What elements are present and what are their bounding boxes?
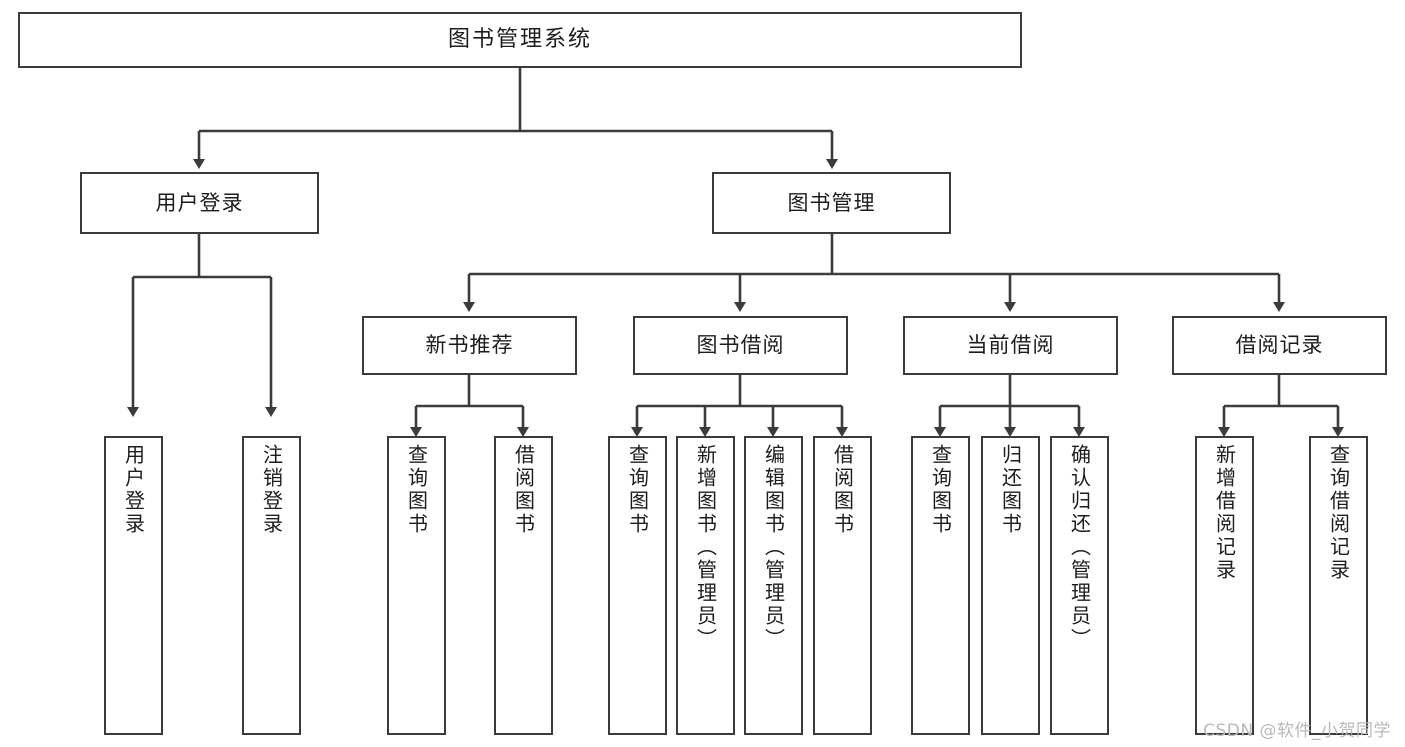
node-label: 查询图书 [928, 444, 953, 536]
leaf-return-book[interactable]: 归还图书 [981, 436, 1040, 735]
node-label: 借阅图书 [511, 444, 536, 536]
node-label: 图书借阅 [696, 333, 785, 358]
leaf-query-book-new[interactable]: 查询图书 [387, 436, 446, 735]
node-label: 图书管理系统 [447, 27, 592, 53]
node-label: 确认归还（管理员） [1067, 444, 1092, 651]
node-borrow-record[interactable]: 借阅记录 [1172, 316, 1387, 375]
leaf-user-logout[interactable]: 注销登录 [242, 436, 301, 735]
leaf-add-borrow-record[interactable]: 新增借阅记录 [1195, 436, 1254, 735]
leaf-confirm-return-admin[interactable]: 确认归还（管理员） [1050, 436, 1109, 735]
node-user-login[interactable]: 用户登录 [80, 172, 319, 234]
node-label: 新书推荐 [425, 333, 514, 358]
node-label: 用户登录 [121, 444, 146, 536]
leaf-query-book-current[interactable]: 查询图书 [911, 436, 970, 735]
leaf-query-borrow-record[interactable]: 查询借阅记录 [1309, 436, 1368, 735]
node-label: 当前借阅 [966, 333, 1055, 358]
node-label: 归还图书 [998, 444, 1023, 536]
node-label: 借阅记录 [1235, 333, 1324, 358]
node-label: 查询图书 [625, 444, 650, 536]
leaf-borrow-book-new[interactable]: 借阅图书 [494, 436, 553, 735]
node-label: 图书管理 [787, 190, 876, 215]
leaf-user-login[interactable]: 用户登录 [104, 436, 163, 735]
node-label: 用户登录 [155, 190, 244, 215]
node-label: 新增图书（管理员） [693, 444, 718, 651]
node-book-borrow[interactable]: 图书借阅 [633, 316, 848, 375]
csdn-watermark: CSDN @软件_小贺同学 [1203, 721, 1391, 741]
node-current-borrow[interactable]: 当前借阅 [903, 316, 1118, 375]
node-book-management[interactable]: 图书管理 [712, 172, 951, 234]
leaf-borrow-book[interactable]: 借阅图书 [813, 436, 872, 735]
node-label: 查询借阅记录 [1326, 444, 1351, 582]
node-label: 注销登录 [259, 444, 284, 536]
node-label: 借阅图书 [830, 444, 855, 536]
node-new-book-recommend[interactable]: 新书推荐 [362, 316, 577, 375]
node-root-system[interactable]: 图书管理系统 [18, 12, 1022, 68]
node-label: 查询图书 [404, 444, 429, 536]
node-label: 编辑图书（管理员） [761, 444, 786, 651]
leaf-add-book-admin[interactable]: 新增图书（管理员） [676, 436, 735, 735]
node-label: 新增借阅记录 [1212, 444, 1237, 582]
leaf-edit-book-admin[interactable]: 编辑图书（管理员） [744, 436, 803, 735]
leaf-query-book-borrow[interactable]: 查询图书 [608, 436, 667, 735]
